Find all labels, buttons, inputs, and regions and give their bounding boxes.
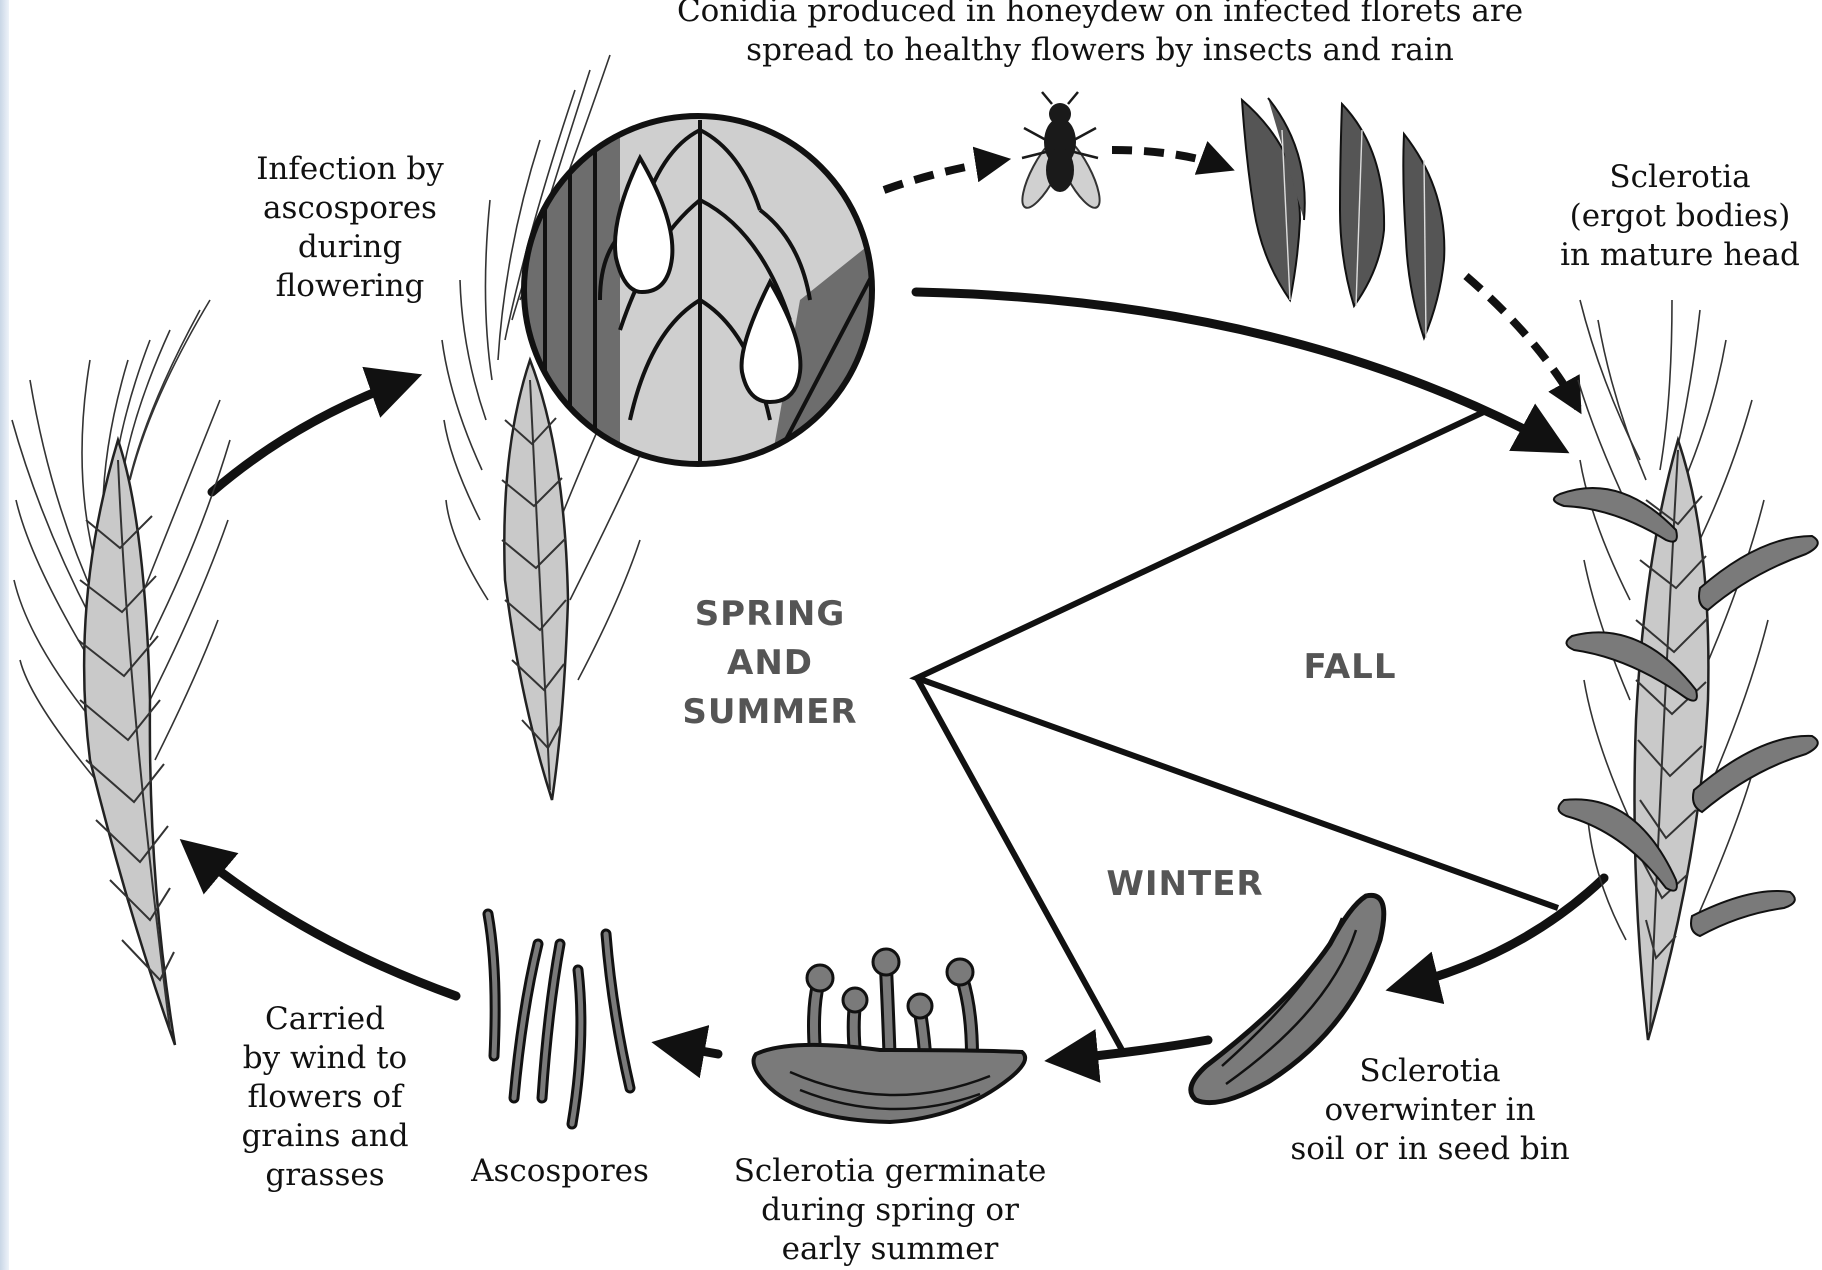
caption-sclerotia-head: Sclerotia (ergot bodies) in mature head (1520, 158, 1822, 275)
floret-icon (1242, 98, 1444, 338)
ascospore-icon (488, 914, 630, 1124)
dashed-arrow-lens-to-fly (884, 160, 1004, 190)
arrow-ascospores-to-wind (188, 846, 456, 996)
caption-wind: Carried by wind to flowers of grains and… (200, 1000, 450, 1195)
insect-rain-arrows (884, 150, 1578, 408)
arrow-germinate-to-ascospores (662, 1044, 718, 1054)
wheat-head-icon (12, 300, 230, 1045)
divider-spring-fall (917, 410, 1558, 908)
dashed-arrow-fly-to-florets (1112, 150, 1228, 168)
arrow-to-infection (212, 378, 412, 492)
caption-overwinter: Sclerotia overwinter in soil or in seed … (1260, 1052, 1600, 1169)
caption-germinate: Sclerotia germinate during spring or ear… (720, 1152, 1060, 1269)
season-winter-label: WINTER (1070, 860, 1300, 909)
wheat-head-icon (1554, 300, 1818, 1040)
caption-conidia: Conidia produced in honeydew on infected… (600, 0, 1600, 70)
season-dividers (917, 410, 1558, 1050)
dashed-arrow-florets-to-head (1466, 276, 1578, 408)
caption-ascospores: Ascospores (460, 1152, 660, 1191)
season-spring-summer-label: SPRING AND SUMMER (650, 590, 890, 737)
arrow-head-to-overwinter (1396, 878, 1604, 988)
magnified-floret-icon (520, 116, 900, 470)
fly-icon (1015, 92, 1108, 213)
stroma-icon (754, 949, 1026, 1122)
arrow-overwinter-to-germinate (1055, 1040, 1208, 1060)
season-fall-label: FALL (1250, 643, 1450, 692)
caption-infection: Infection by ascospores during flowering (200, 150, 500, 306)
